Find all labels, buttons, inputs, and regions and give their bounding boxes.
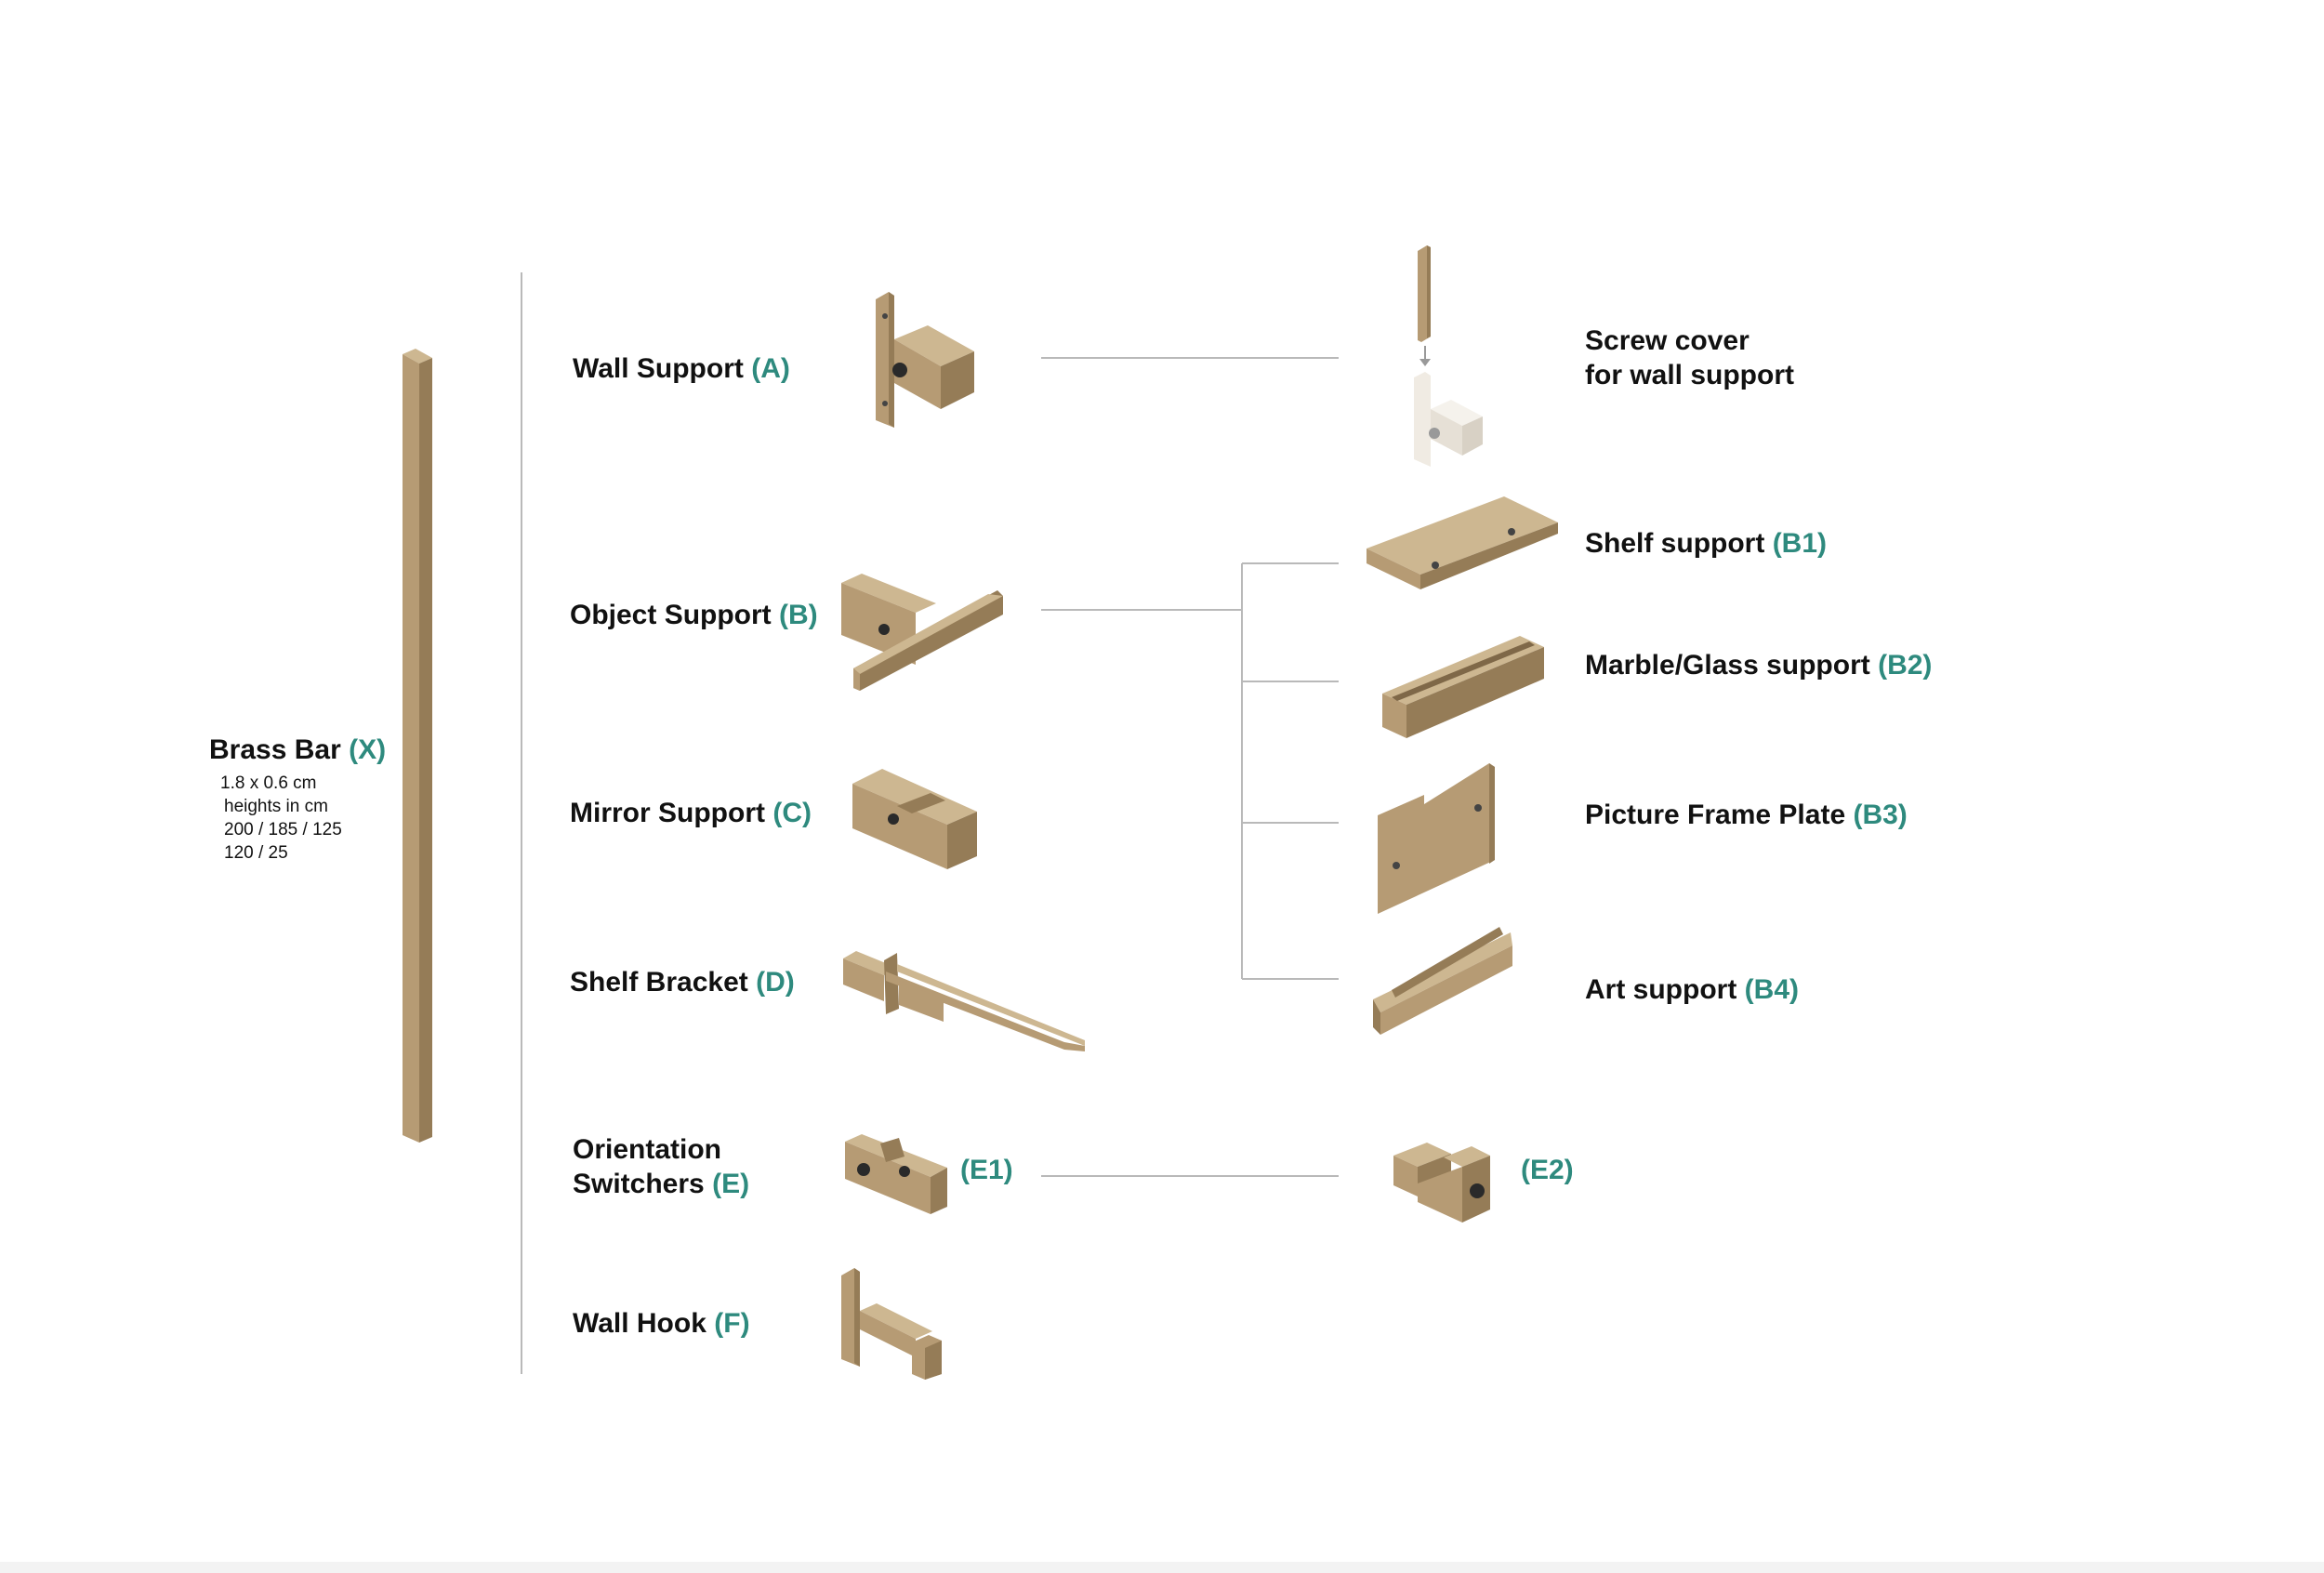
e2-label: (E2) xyxy=(1521,1155,1574,1185)
wall-support-label: Wall Support (A) xyxy=(573,353,790,384)
brass-bar-specs: 1.8 x 0.6 cm heights in cm 200 / 185 / 1… xyxy=(220,772,342,865)
orientation-label-line2: Switchers (E) xyxy=(573,1169,750,1199)
bottom-strip xyxy=(0,1562,2324,1573)
art-support-label: Art support (B4) xyxy=(1585,974,1800,1005)
object-support-image xyxy=(841,574,1003,691)
mirror-support-image xyxy=(852,769,977,869)
screw-cover-label: Screw cover for wall support xyxy=(1585,324,1794,392)
brass-bar-label: Brass Bar (X) xyxy=(209,734,387,765)
orientation-label-line1: Orientation xyxy=(573,1134,722,1165)
orientation-switcher-e1-image xyxy=(845,1134,947,1214)
spec-heights-title: heights in cm xyxy=(224,797,328,816)
marble-glass-support-b2-image xyxy=(1382,636,1544,738)
mirror-support-label: Mirror Support (C) xyxy=(570,798,812,828)
e1-label: (E1) xyxy=(960,1155,1013,1185)
orientation-switchers-label: Orientation Switchers (E) xyxy=(573,1132,749,1201)
object-support-label: Object Support (B) xyxy=(570,600,818,630)
picture-frame-plate-label: Picture Frame Plate (B3) xyxy=(1585,800,1908,830)
screw-cover-image xyxy=(1414,245,1483,467)
shelf-bracket-label: Shelf Bracket (D) xyxy=(570,967,795,998)
brass-bar-image xyxy=(403,349,432,1143)
spec-dimensions: 1.8 x 0.6 cm xyxy=(220,773,317,793)
shelf-support-label: Shelf support (B1) xyxy=(1585,528,1828,559)
spec-heights-2: 120 / 25 xyxy=(224,843,288,863)
orientation-switcher-e2-image xyxy=(1393,1143,1490,1223)
wall-hook-label: Wall Hook (F) xyxy=(573,1308,750,1339)
screw-cover-label-line1: Screw cover xyxy=(1585,325,1750,356)
art-support-b4-image xyxy=(1373,927,1512,1035)
screw-cover-label-line2: for wall support xyxy=(1585,360,1794,390)
shelf-support-b1-image xyxy=(1367,496,1558,589)
spec-heights-1: 200 / 185 / 125 xyxy=(224,820,342,839)
wall-support-image xyxy=(876,292,974,428)
picture-frame-plate-b3-image xyxy=(1378,763,1495,914)
marble-glass-support-label: Marble/Glass support (B2) xyxy=(1585,650,1933,681)
shelf-bracket-image xyxy=(843,951,1085,1051)
wall-hook-image xyxy=(841,1268,942,1380)
